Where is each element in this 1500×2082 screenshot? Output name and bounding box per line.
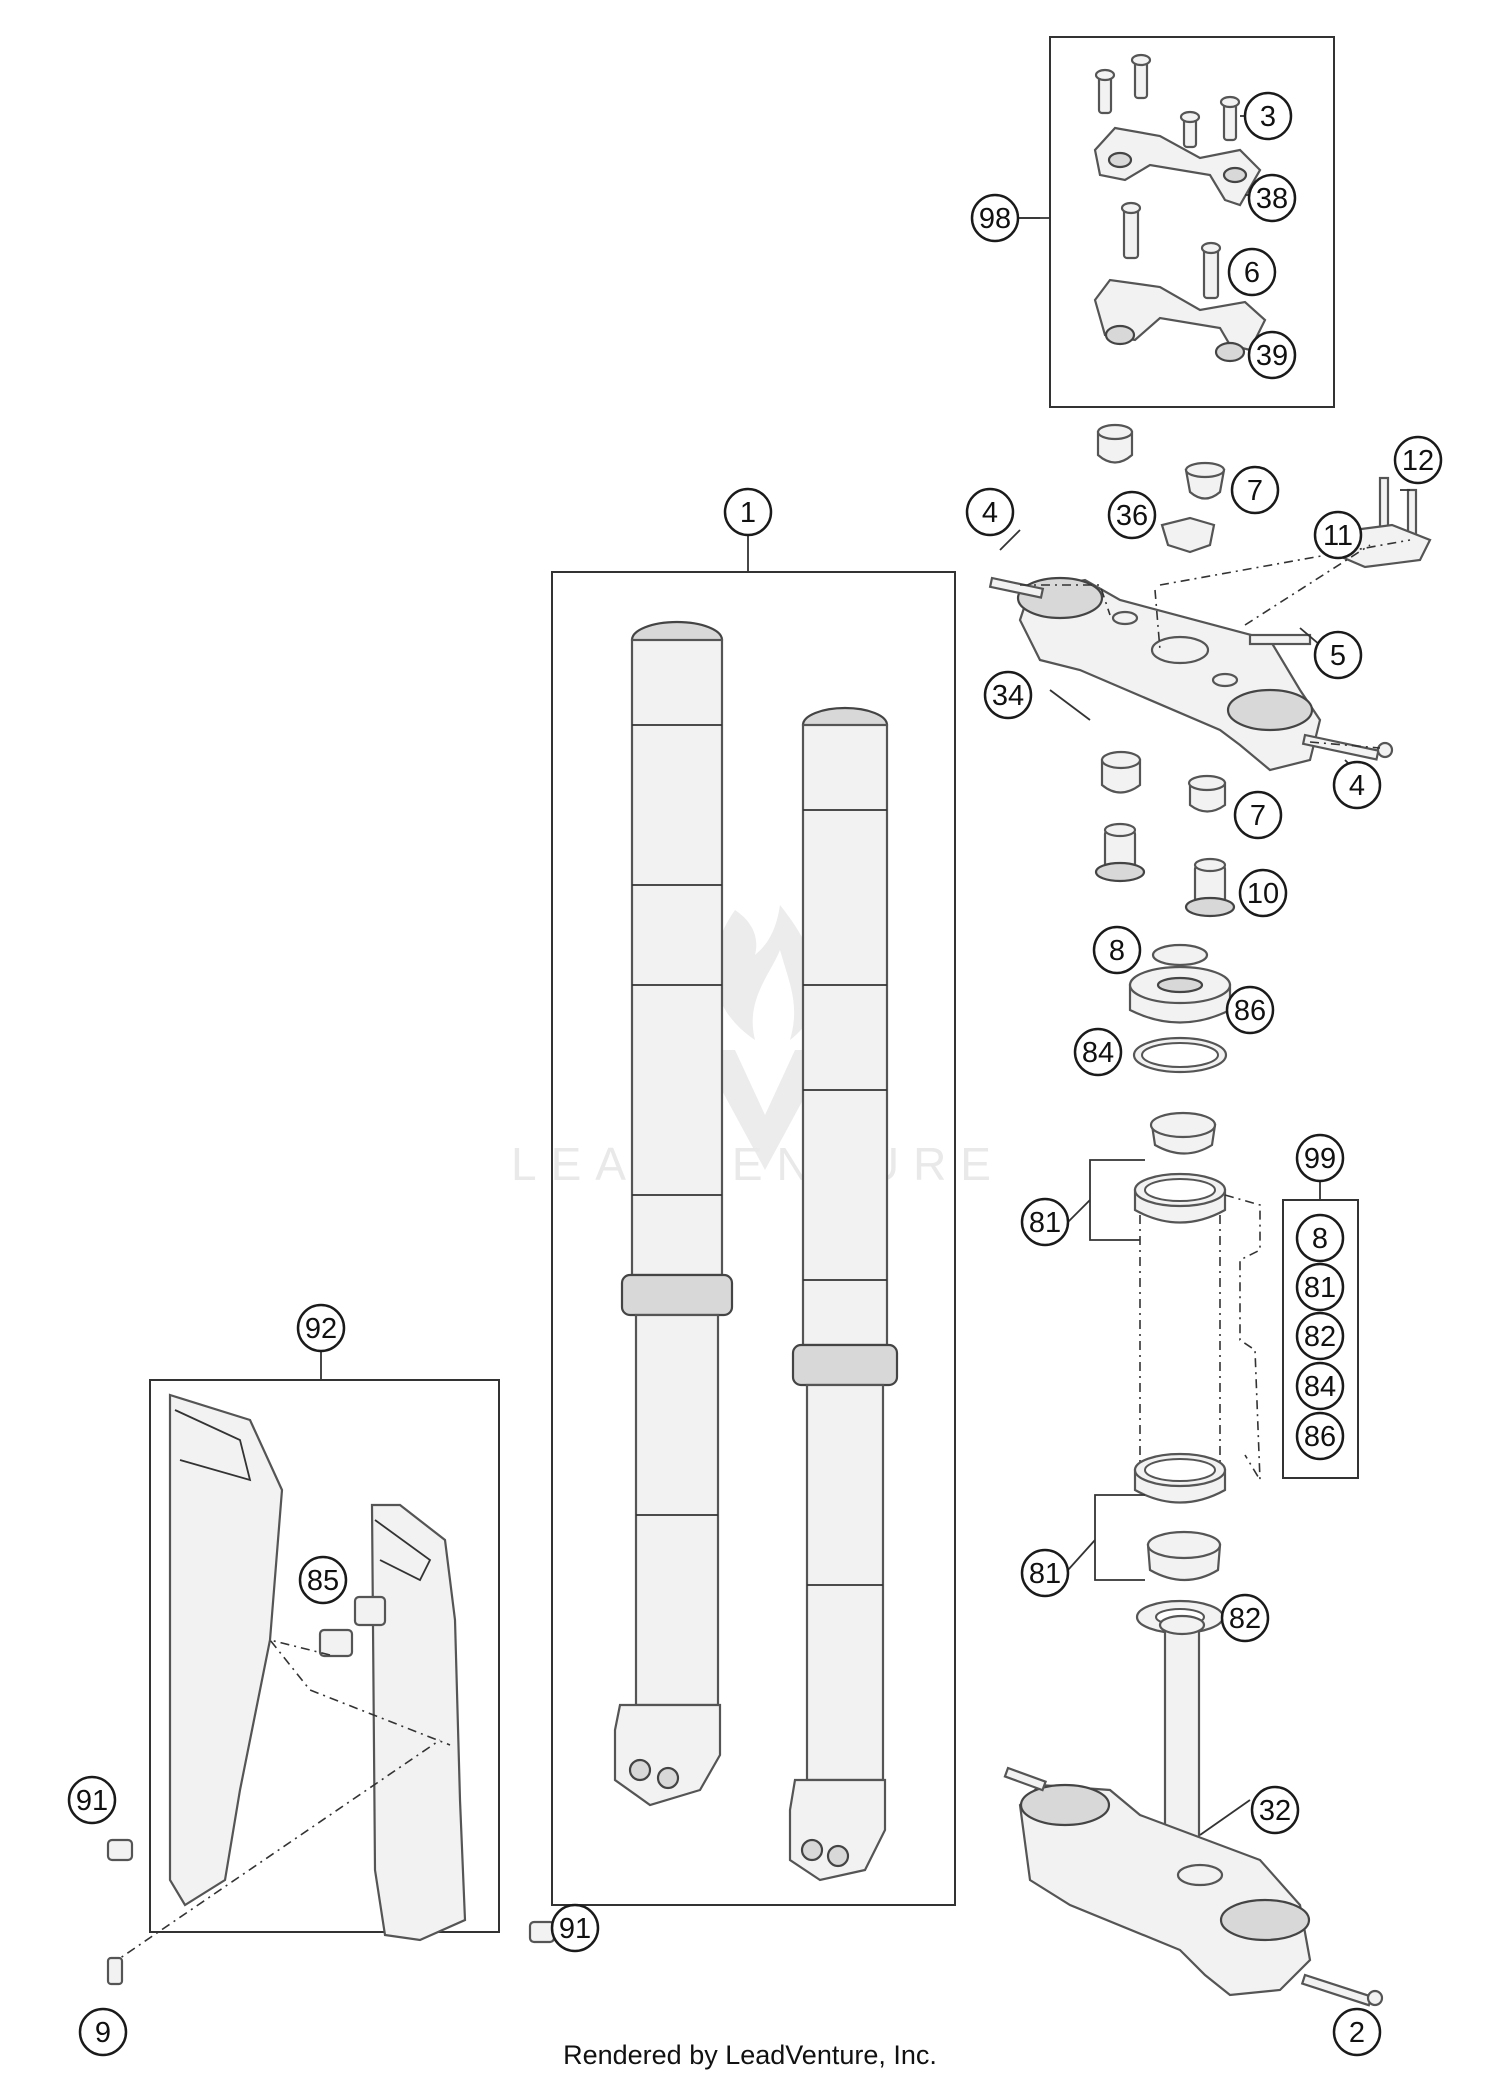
kit-99-item-81: 81 <box>1295 1262 1345 1312</box>
callout-82: 82 <box>1220 1593 1270 1643</box>
callout-32: 32 <box>1250 1785 1300 1835</box>
callout-2: 2 <box>1332 2007 1382 2057</box>
guard-box-92 <box>149 1379 500 1933</box>
svg-text:81: 81 <box>1029 1207 1061 1239</box>
callout-12: 12 <box>1393 435 1443 485</box>
callout-4-bottom: 4 <box>1332 760 1382 810</box>
svg-text:85: 85 <box>307 1565 339 1597</box>
svg-text:5: 5 <box>1330 640 1346 672</box>
svg-text:91: 91 <box>559 1913 591 1945</box>
callout-4-top: 4 <box>965 487 1015 537</box>
footer-credit: Rendered by LeadVenture, Inc. <box>563 2040 937 2070</box>
svg-text:11: 11 <box>1323 520 1353 552</box>
svg-text:99: 99 <box>1304 1143 1336 1175</box>
svg-text:39: 39 <box>1256 340 1288 372</box>
v-logo-icon <box>700 1050 830 1170</box>
fork-box-1 <box>551 571 956 1906</box>
svg-text:86: 86 <box>1234 995 1266 1027</box>
kit-99-item-86: 86 <box>1295 1411 1345 1461</box>
callout-85: 85 <box>298 1555 348 1605</box>
steering-bearing-parts <box>1094 750 1261 1635</box>
callout-91-right: 91 <box>550 1903 600 1953</box>
svg-text:98: 98 <box>979 203 1011 235</box>
callout-7-top: 7 <box>1230 465 1280 515</box>
svg-text:91: 91 <box>76 1785 108 1817</box>
callout-36: 36 <box>1107 490 1157 540</box>
svg-text:7: 7 <box>1247 475 1263 507</box>
handlebar-clamp-parts <box>1093 53 1267 363</box>
kit-box-98 <box>1049 36 1335 408</box>
callout-84: 84 <box>1073 1027 1123 1077</box>
svg-text:81: 81 <box>1029 1558 1061 1590</box>
svg-text:1: 1 <box>740 497 756 529</box>
flame-logo-icon <box>713 905 818 1040</box>
fork-legs <box>613 620 899 1882</box>
callout-7-bottom: 7 <box>1233 790 1283 840</box>
kit-99-item-82: 82 <box>1295 1311 1345 1361</box>
callout-10: 10 <box>1238 868 1288 918</box>
callout-8: 8 <box>1092 925 1142 975</box>
svg-text:4: 4 <box>1349 770 1365 802</box>
fork-guard-parts <box>106 1393 556 1986</box>
callout-81-lower: 81 <box>1020 1548 1070 1598</box>
svg-text:8: 8 <box>1312 1223 1328 1255</box>
svg-text:2: 2 <box>1349 2017 1365 2049</box>
svg-text:4: 4 <box>982 497 998 529</box>
callout-38: 38 <box>1247 173 1297 223</box>
svg-text:8: 8 <box>1109 935 1125 967</box>
callout-99: 99 <box>1295 1133 1345 1183</box>
svg-text:84: 84 <box>1082 1037 1114 1069</box>
svg-text:36: 36 <box>1116 500 1148 532</box>
svg-text:81: 81 <box>1304 1272 1336 1304</box>
callout-34: 34 <box>983 670 1033 720</box>
svg-text:82: 82 <box>1229 1603 1261 1635</box>
watermark: LEADVENTURE <box>511 905 1005 1190</box>
callout-6: 6 <box>1227 247 1277 297</box>
callout-98: 98 <box>970 193 1020 243</box>
svg-text:3: 3 <box>1260 101 1276 133</box>
svg-text:7: 7 <box>1250 800 1266 832</box>
svg-text:6: 6 <box>1244 257 1260 289</box>
svg-text:84: 84 <box>1304 1371 1336 1403</box>
callout-5: 5 <box>1313 630 1363 680</box>
svg-text:10: 10 <box>1247 878 1279 910</box>
callout-92: 92 <box>296 1303 346 1353</box>
svg-text:82: 82 <box>1304 1321 1336 1353</box>
svg-text:9: 9 <box>95 2017 111 2049</box>
callout-81-upper: 81 <box>1020 1197 1070 1247</box>
watermark-text: LEADVENTURE <box>511 1138 1005 1190</box>
callout-11: 11 <box>1313 510 1363 560</box>
lower-triple-clamp-parts <box>1003 1614 1384 2007</box>
kit-99-item-8: 8 <box>1295 1213 1345 1263</box>
callout-3: 3 <box>1243 91 1293 141</box>
callout-86: 86 <box>1225 985 1275 1035</box>
svg-text:34: 34 <box>992 680 1024 712</box>
svg-text:12: 12 <box>1402 445 1434 477</box>
callout-9: 9 <box>78 2007 128 2057</box>
kit-99-item-84: 84 <box>1295 1361 1345 1411</box>
upper-triple-clamp-parts <box>988 423 1432 772</box>
svg-text:32: 32 <box>1259 1795 1291 1827</box>
callout-39: 39 <box>1247 330 1297 380</box>
callout-1: 1 <box>723 487 773 537</box>
svg-text:86: 86 <box>1304 1421 1336 1453</box>
callout-91-left: 91 <box>67 1775 117 1825</box>
svg-text:92: 92 <box>305 1313 337 1345</box>
svg-text:38: 38 <box>1256 183 1288 215</box>
